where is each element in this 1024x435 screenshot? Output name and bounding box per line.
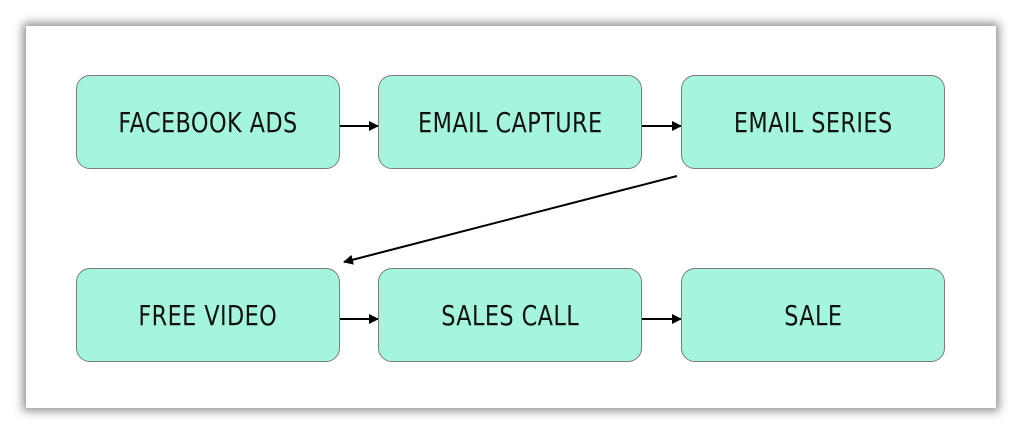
node-label: SALES CALL [441,298,579,332]
node-label: FREE VIDEO [138,298,278,332]
node-sales-call: SALES CALL [378,268,642,362]
node-email-series: EMAIL SERIES [681,75,945,169]
arrow-email-series-to-free-video [343,175,678,265]
node-label: EMAIL SERIES [733,105,893,139]
node-email-capture: EMAIL CAPTURE [378,75,642,169]
node-sale: SALE [681,268,945,362]
node-free-video: FREE VIDEO [76,268,340,362]
diagram-card: FACEBOOK ADS EMAIL CAPTURE EMAIL SERIES … [26,26,996,408]
node-label: EMAIL CAPTURE [417,105,603,139]
node-label: FACEBOOK ADS [118,105,298,139]
node-facebook-ads: FACEBOOK ADS [76,75,340,169]
node-label: SALE [783,298,843,332]
